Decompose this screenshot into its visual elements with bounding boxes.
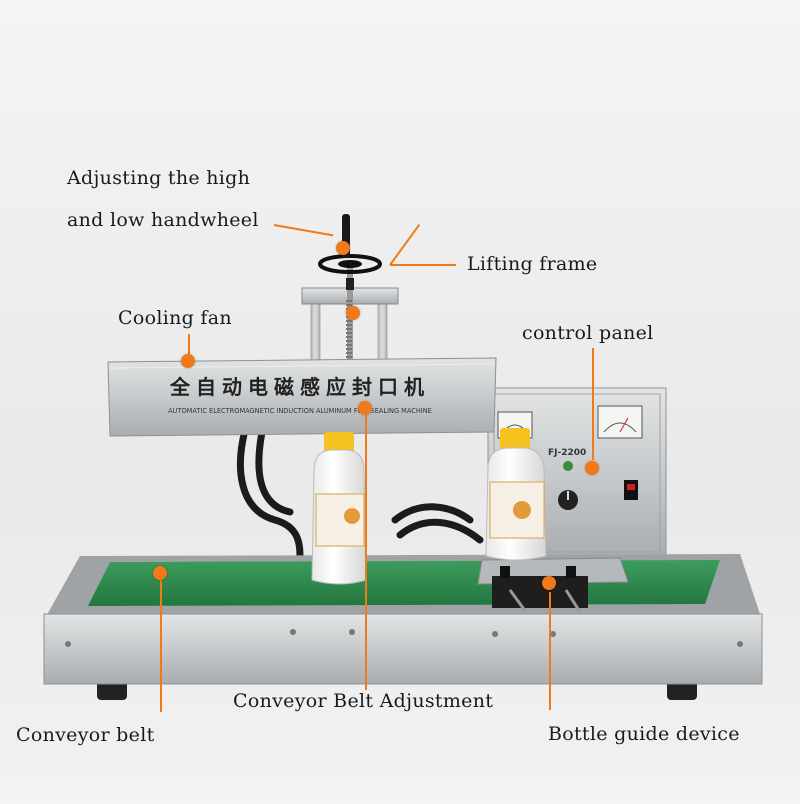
callout-dot	[153, 566, 167, 580]
foot	[97, 680, 127, 700]
conveyor-base	[43, 554, 763, 685]
machine-title-cn: 全自动电磁感应封口机	[169, 375, 430, 399]
bottle	[485, 428, 547, 561]
conveyor-adjustment-label: Conveyor Belt Adjustment	[233, 690, 494, 712]
bottle	[311, 432, 367, 585]
leader-line	[390, 264, 456, 266]
callout-dot	[346, 306, 360, 320]
foot	[667, 680, 697, 700]
leader-line	[549, 592, 551, 710]
callout-dot	[358, 401, 372, 415]
leader-line	[160, 580, 162, 712]
callout-dot	[585, 461, 599, 475]
lifting-frame-label: Lifting frame	[467, 253, 598, 275]
leader-line	[188, 334, 190, 354]
handwheel-label-line1: Adjusting the high	[67, 167, 251, 189]
control-panel-label: control panel	[522, 322, 654, 344]
leader-line	[592, 348, 594, 460]
bottle-guide-label: Bottle guide device	[548, 723, 740, 745]
leader-line	[365, 414, 367, 690]
handwheel-label-line2: and low handwheel	[67, 209, 259, 231]
sealing-head	[107, 357, 497, 437]
callout-dot	[181, 354, 195, 368]
model-label: FJ-2200	[548, 448, 586, 458]
callout-dot	[336, 241, 350, 255]
bottle-guide	[477, 557, 629, 613]
conveyor-belt-label: Conveyor belt	[16, 724, 155, 746]
power-cables	[236, 426, 484, 564]
handwheel	[318, 214, 382, 290]
callout-dot	[542, 576, 556, 590]
machine-title-en: AUTOMATIC ELECTROMAGNETIC INDUCTION ALUM…	[168, 407, 432, 415]
cooling-fan-label: Cooling fan	[118, 307, 232, 329]
